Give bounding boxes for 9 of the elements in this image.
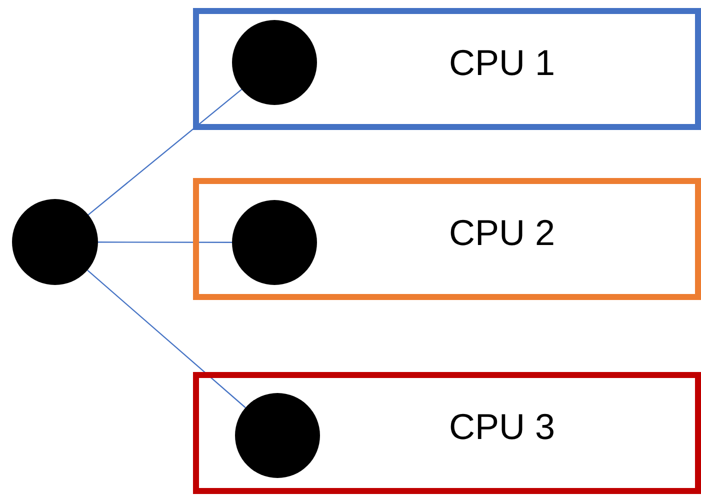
connector-line [98,242,232,243]
cpu-box [193,372,701,494]
connector-line [87,270,246,408]
connector-line [88,88,242,216]
cpu-label: CPU 2 [449,212,556,254]
cpu-box [193,178,701,300]
cpu-label: CPU 1 [449,42,556,84]
cpu-label: CPU 3 [449,406,556,448]
cpu-box [193,8,701,130]
